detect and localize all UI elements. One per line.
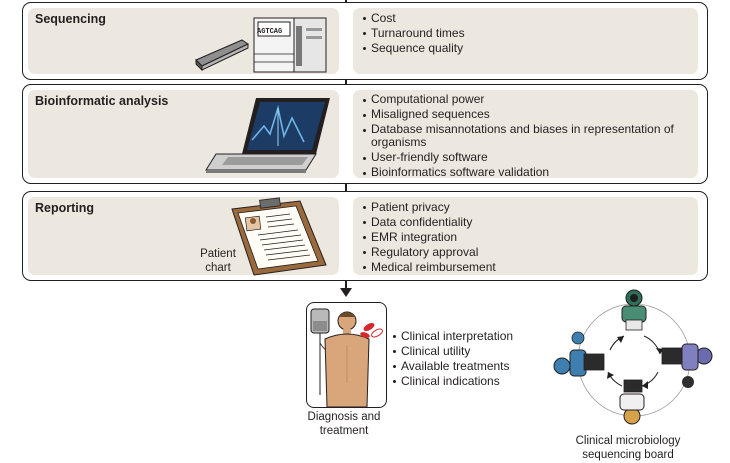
challenge-item: Turnaround times (363, 26, 465, 41)
stage-bioinformatic-right-panel: Computational power Misaligned sequences… (353, 90, 698, 179)
stage-title: Bioinformatic analysis (35, 94, 169, 108)
laptop-icon (205, 98, 330, 173)
sequencing-board-icon (553, 289, 713, 425)
challenge-item: Patient privacy (363, 200, 496, 215)
diagnosis-item: Available treatments (393, 359, 513, 374)
diagnosis-item: Clinical interpretation (393, 329, 513, 344)
challenge-item: Medical reimbursement (363, 260, 496, 275)
diagnosis-item: Clinical utility (393, 344, 513, 359)
flow-arrow-head (340, 288, 352, 297)
clipboard-icon (231, 197, 327, 276)
patient-chart-label: Patient chart (200, 248, 236, 274)
stage-sequencing-left-panel: Sequencing AGTCAG (28, 8, 339, 74)
stage-reporting: Reporting Patient chart Patient privacy … (22, 191, 708, 281)
challenge-item: User-friendly software (363, 151, 683, 164)
sequencer-icon (195, 17, 327, 73)
challenge-item: EMR integration (363, 230, 496, 245)
challenge-item: Database misannotations and biases in re… (363, 123, 683, 149)
diagnosis-item: Clinical indications (393, 374, 513, 389)
challenge-item: Cost (363, 11, 465, 26)
stage-sequencing: Sequencing AGTCAG Cost Turnaround times … (22, 2, 708, 80)
challenge-item: Bioinformatics software validation (363, 166, 683, 179)
stage-bioinformatic-analysis: Bioinformatic analysis Computational pow… (22, 84, 708, 184)
stage-sequencing-right-panel: Cost Turnaround times Sequence quality (353, 8, 698, 74)
sequencer-screen-label: AGTCAG (257, 28, 283, 36)
stage-reporting-left-panel: Reporting Patient chart (28, 197, 339, 276)
stage-reporting-right-panel: Patient privacy Data confidentiality EMR… (353, 197, 698, 275)
stage-title: Sequencing (35, 12, 106, 26)
challenge-item: Sequence quality (363, 41, 465, 56)
diagnosis-items: Clinical interpretation Clinical utility… (393, 329, 513, 389)
patient-icon (310, 308, 383, 408)
diagnosis-label: Diagnosis and treatment (307, 411, 381, 437)
stage-bioinformatic-left-panel: Bioinformatic analysis (28, 90, 339, 178)
stage-bioinformatic-challenges: Computational power Misaligned sequences… (363, 93, 683, 179)
challenge-item: Regulatory approval (363, 245, 496, 260)
sequencing-board-label: Clinical microbiology sequencing board (575, 435, 681, 461)
challenge-item: Computational power (363, 93, 683, 106)
stage-reporting-challenges: Patient privacy Data confidentiality EMR… (363, 200, 496, 275)
challenge-item: Data confidentiality (363, 215, 496, 230)
stage-sequencing-challenges: Cost Turnaround times Sequence quality (363, 11, 465, 56)
stage-title: Reporting (35, 201, 95, 215)
challenge-item: Misaligned sequences (363, 108, 683, 121)
patient-illustration-box (306, 302, 387, 408)
